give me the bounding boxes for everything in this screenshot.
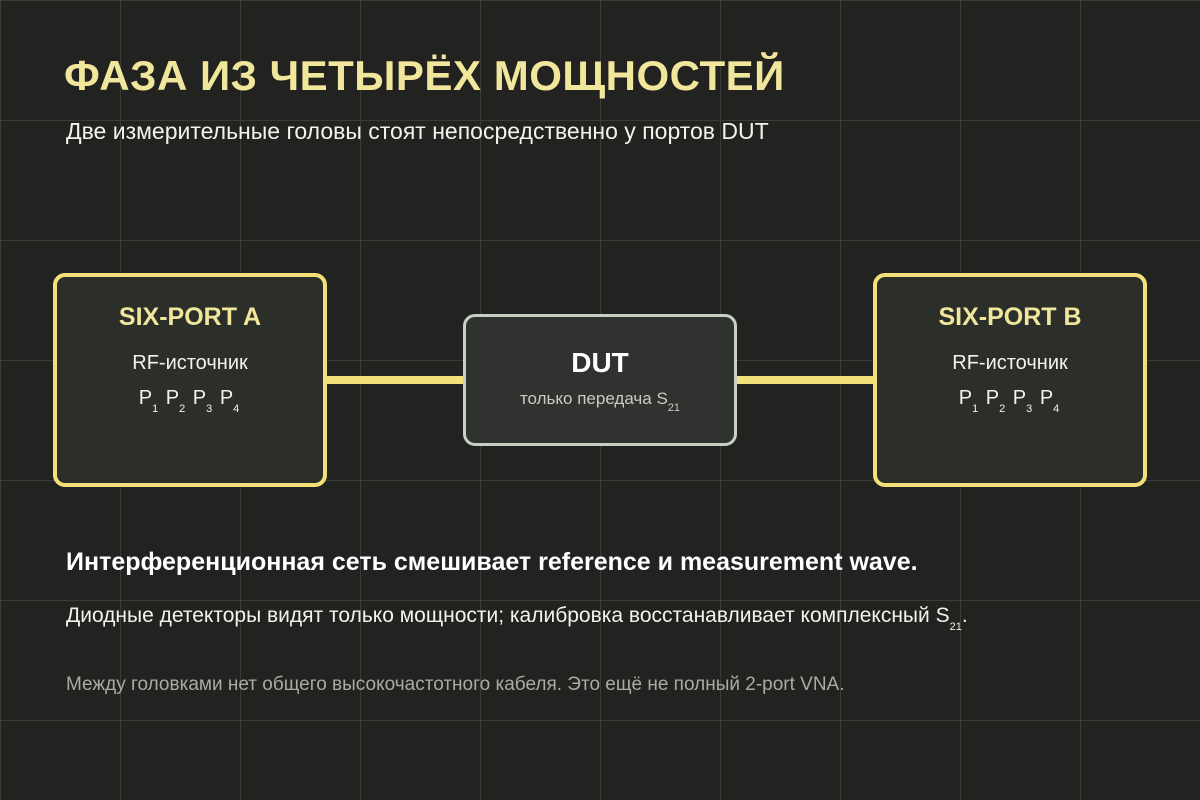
power-p3: P3 bbox=[1012, 387, 1033, 415]
interference-statement: Интерференционная сеть смешивает referen… bbox=[66, 548, 918, 576]
six-port-b-source: RF-источник bbox=[952, 352, 1068, 374]
power-p3: P3 bbox=[192, 387, 213, 415]
dut-description: только передача S21 bbox=[519, 389, 681, 415]
six-port-a-source: RF-источник bbox=[132, 352, 248, 374]
connector-a-dut bbox=[325, 376, 465, 384]
power-p2: P2 bbox=[165, 387, 186, 415]
six-port-b-powers: P1 P2 P3 P4 bbox=[877, 387, 1143, 415]
six-port-b-box: SIX-PORT B RF-источник P1 P2 P3 P4 bbox=[873, 273, 1147, 487]
six-port-a-powers: P1 P2 P3 P4 bbox=[57, 387, 323, 415]
footnote: Между головками нет общего высокочастотн… bbox=[66, 674, 845, 695]
six-port-a-box: SIX-PORT A RF-источник P1 P2 P3 P4 bbox=[53, 273, 327, 487]
dut-box: DUT только передача S21 bbox=[463, 314, 737, 446]
six-port-b-title: SIX-PORT B bbox=[938, 303, 1082, 331]
page-subtitle: Две измерительные головы стоят непосредс… bbox=[66, 118, 769, 144]
power-p2: P2 bbox=[985, 387, 1006, 415]
connector-dut-b bbox=[735, 376, 875, 384]
power-p4: P4 bbox=[1039, 387, 1060, 415]
power-p1: P1 bbox=[958, 387, 979, 415]
six-port-a-title: SIX-PORT A bbox=[118, 303, 262, 331]
dut-title: DUT bbox=[571, 347, 629, 378]
power-p4: P4 bbox=[219, 387, 240, 415]
detector-statement: Диодные детекторы видят только мощности;… bbox=[66, 604, 968, 634]
page-title: ФАЗА ИЗ ЧЕТЫРЁХ МОЩНОСТЕЙ bbox=[64, 52, 785, 99]
power-p1: P1 bbox=[138, 387, 159, 415]
